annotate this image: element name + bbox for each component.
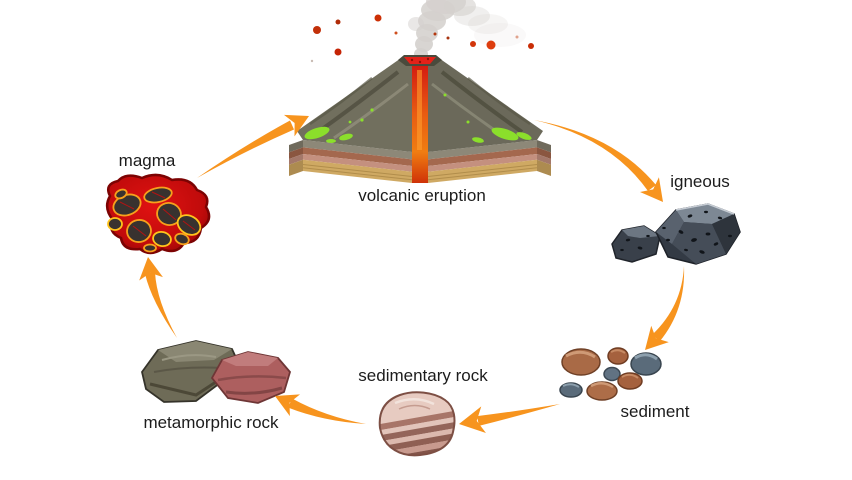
volcano-crater bbox=[398, 55, 442, 66]
volcano-left-slope bbox=[297, 56, 412, 152]
arrow-igneous-to-sediment bbox=[645, 266, 685, 350]
label-sedimentary-rock: sedimentary rock bbox=[358, 366, 488, 385]
lava-conduit-glow bbox=[417, 70, 422, 150]
label-magma: magma bbox=[118, 151, 176, 170]
arrow-volcano-to-igneous bbox=[534, 120, 663, 202]
smoke-plume-icon bbox=[408, 0, 526, 60]
arrow-metamorphic-to-magma bbox=[139, 257, 177, 338]
magma-cracks bbox=[119, 191, 196, 237]
arrow-magma-to-volcano bbox=[197, 114, 309, 178]
volcano-right-slope bbox=[428, 56, 543, 152]
volcano-illustration bbox=[289, 0, 551, 183]
sedimentary-rock-illustration bbox=[378, 391, 456, 457]
label-metamorphic-rock: metamorphic rock bbox=[143, 413, 279, 432]
igneous-speckles bbox=[620, 210, 732, 254]
magma-illustration bbox=[105, 173, 211, 255]
metamorphic-rock-illustration bbox=[141, 340, 292, 404]
cycle-arrows bbox=[139, 114, 685, 433]
arrow-sedimentary-to-metamorphic bbox=[275, 394, 366, 424]
lava-bombs bbox=[310, 14, 534, 63]
label-volcanic-eruption: volcanic eruption bbox=[358, 186, 486, 205]
label-igneous: igneous bbox=[670, 172, 730, 191]
sediment-illustration bbox=[559, 347, 662, 401]
igneous-rock-illustration bbox=[611, 203, 741, 265]
volcano-strata-layers bbox=[302, 140, 538, 183]
volcano-side-faces bbox=[289, 140, 551, 176]
arrow-sediment-to-sedimentary bbox=[459, 404, 560, 433]
label-sediment: sediment bbox=[620, 402, 690, 421]
